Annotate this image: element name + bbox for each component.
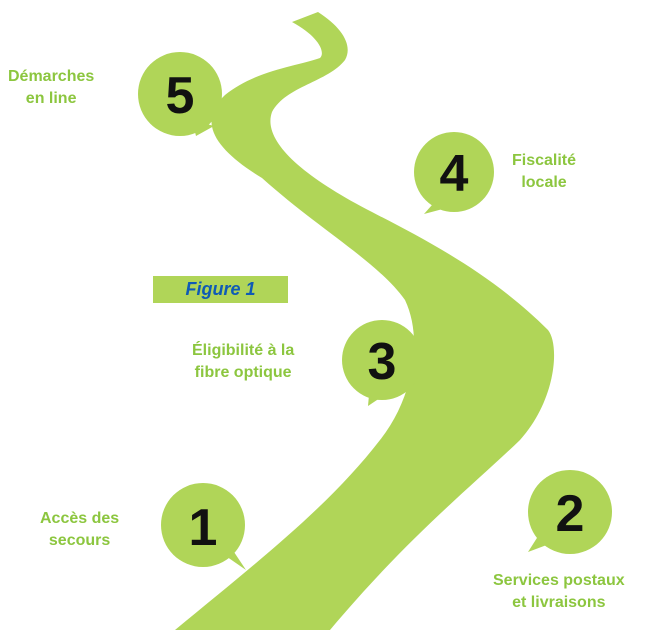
step-4-number: 4: [440, 145, 469, 203]
step-2-label: Services postaux et livraisons: [493, 570, 625, 614]
step-4-label-line-1: Fiscalité: [512, 152, 577, 169]
step-3-label-line-1: Éligibilité à la: [192, 342, 295, 359]
step-3-number: 3: [368, 333, 397, 391]
step-4-label: Fiscalité locale: [512, 150, 576, 194]
step-2-label-line-1: Services postaux: [493, 572, 625, 589]
step-5-number: 5: [166, 67, 195, 125]
step-3-bubble: 3: [342, 320, 422, 406]
step-4-label-line-2: locale: [521, 174, 567, 191]
step-2-bubble: 2: [528, 470, 612, 554]
step-2-label-line-2: et livraisons: [512, 594, 606, 611]
step-1-label-line-2: secours: [48, 532, 111, 549]
step-5-label: Démarches en line: [8, 66, 94, 110]
step-5-bubble: 5: [138, 52, 222, 136]
step-1-bubble: 1: [161, 483, 246, 570]
step-1-label: Accès des secours: [40, 508, 119, 552]
step-1-label-line-1: Accès des: [40, 510, 120, 527]
step-1-number: 1: [189, 499, 218, 557]
step-5-label-line-1: Démarches: [8, 68, 95, 85]
step-4-bubble: 4: [414, 132, 494, 214]
winding-road: [175, 12, 555, 630]
figure-label: Figure 1: [153, 276, 288, 303]
step-3-label: Éligibilité à la fibre optique: [192, 340, 294, 384]
step-2-number: 2: [556, 485, 585, 543]
step-5-label-line-2: en line: [25, 90, 77, 107]
step-3-label-line-2: fibre optique: [194, 364, 292, 381]
